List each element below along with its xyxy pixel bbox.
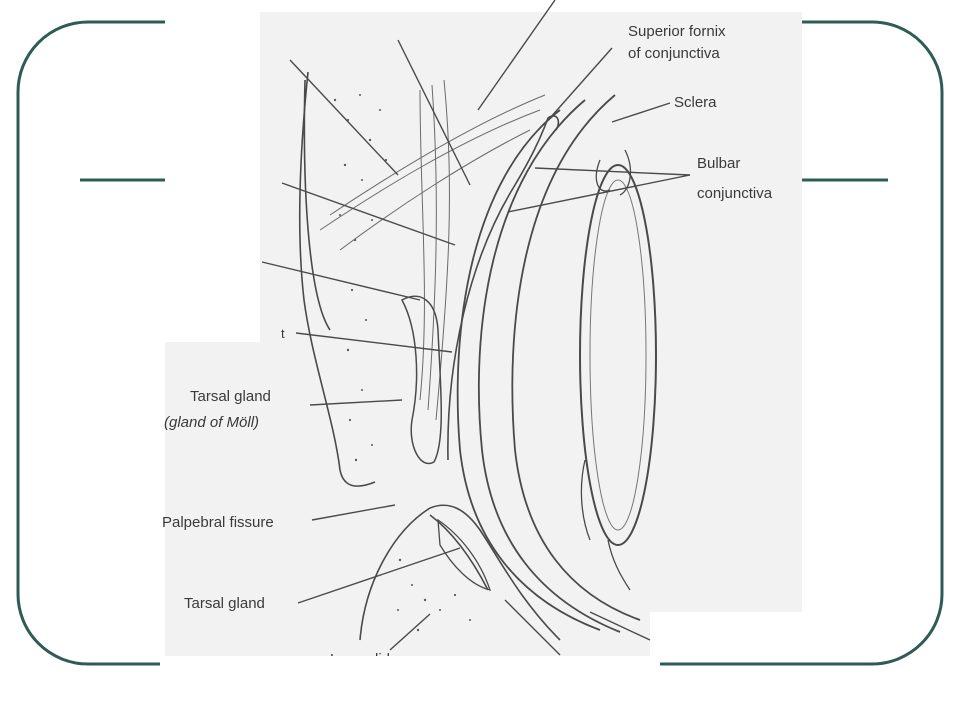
globe [456, 94, 641, 633]
label-unlabeled-tick: t [281, 326, 285, 341]
leader-bottom-right-2 [589, 611, 651, 641]
leader-lower-lid [389, 613, 431, 651]
leader-tarsal-lower [297, 547, 461, 604]
label-palpebral-fissure: Palpebral fissure [162, 514, 274, 531]
leader-bottom-right-1 [504, 599, 561, 656]
label-tarsal-gland-upper-1: Tarsal gland [190, 388, 271, 405]
label-bulbar-2: conjunctiva [697, 185, 773, 202]
superior-fornix [447, 115, 560, 461]
leader-sclera [611, 102, 671, 123]
leader-bulbar-1 [534, 167, 691, 176]
paper-mask [165, 12, 260, 342]
label-sclera: Sclera [674, 94, 717, 111]
lens [579, 164, 657, 546]
scan-bottom-cover [160, 656, 660, 670]
leader-top-1 [477, 0, 556, 111]
diagram-paper [165, 12, 802, 656]
upper-eyelid [298, 71, 376, 487]
ciliary-body [580, 149, 632, 591]
lower-eyelid [359, 504, 561, 641]
leader-top-2 [397, 39, 471, 186]
leader-bulbar-2 [507, 174, 691, 213]
label-superior-fornix-1: Superior fornix [628, 23, 726, 40]
leader-palpebral [311, 504, 396, 521]
leader-superior-fornix [549, 47, 613, 119]
leader-tarsal-upper [309, 399, 403, 406]
leader-lines [261, 0, 691, 656]
label-superior-fornix-2: of conjunctiva [628, 45, 720, 62]
leader-top-3 [289, 59, 399, 176]
lower-tarsal-gland [437, 518, 491, 591]
leader-mid-3 [295, 332, 453, 353]
lens-inner [589, 179, 647, 531]
upper-tarsal-gland [400, 295, 442, 465]
upper-eyelid-stipple [333, 94, 388, 462]
leader-mid-1 [281, 182, 456, 246]
label-tarsal-gland-lower: Tarsal gland [184, 595, 265, 612]
label-bulbar-1: Bulbar [697, 155, 740, 172]
lower-eyelid-stipple [397, 558, 471, 632]
label-tarsal-gland-upper-2: (gland of Möll) [164, 414, 259, 431]
muscle-fibers [319, 79, 546, 421]
leader-mid-2 [261, 261, 421, 301]
